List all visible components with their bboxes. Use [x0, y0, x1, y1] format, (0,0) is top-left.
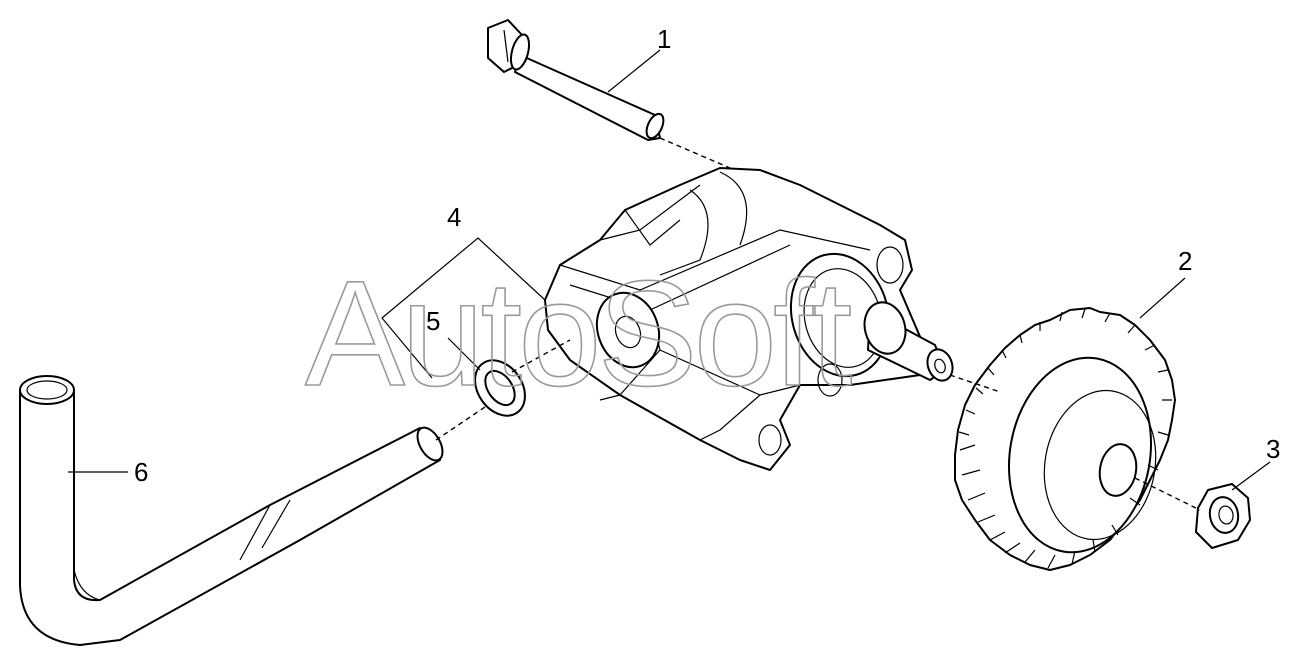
callout-1: 1: [657, 24, 671, 54]
assembly-axis-lines: [435, 137, 1201, 511]
leader-lines: [68, 49, 1271, 491]
callout-5: 5: [426, 306, 440, 336]
callout-2: 2: [1178, 246, 1192, 276]
oil-pump-body: [544, 167, 954, 471]
callout-labels: 1 2 3 4 5 6: [134, 24, 1280, 487]
watermark-text: AutoSoft: [305, 249, 852, 417]
part-3-hex-nut: [1195, 483, 1251, 549]
part-2-gear: [954, 307, 1176, 571]
part-1-bolt: [487, 19, 665, 141]
callout-6: 6: [134, 457, 148, 487]
callout-4: 4: [447, 202, 461, 232]
part-5-seal-ring: [474, 359, 526, 417]
callout-3: 3: [1266, 434, 1280, 464]
